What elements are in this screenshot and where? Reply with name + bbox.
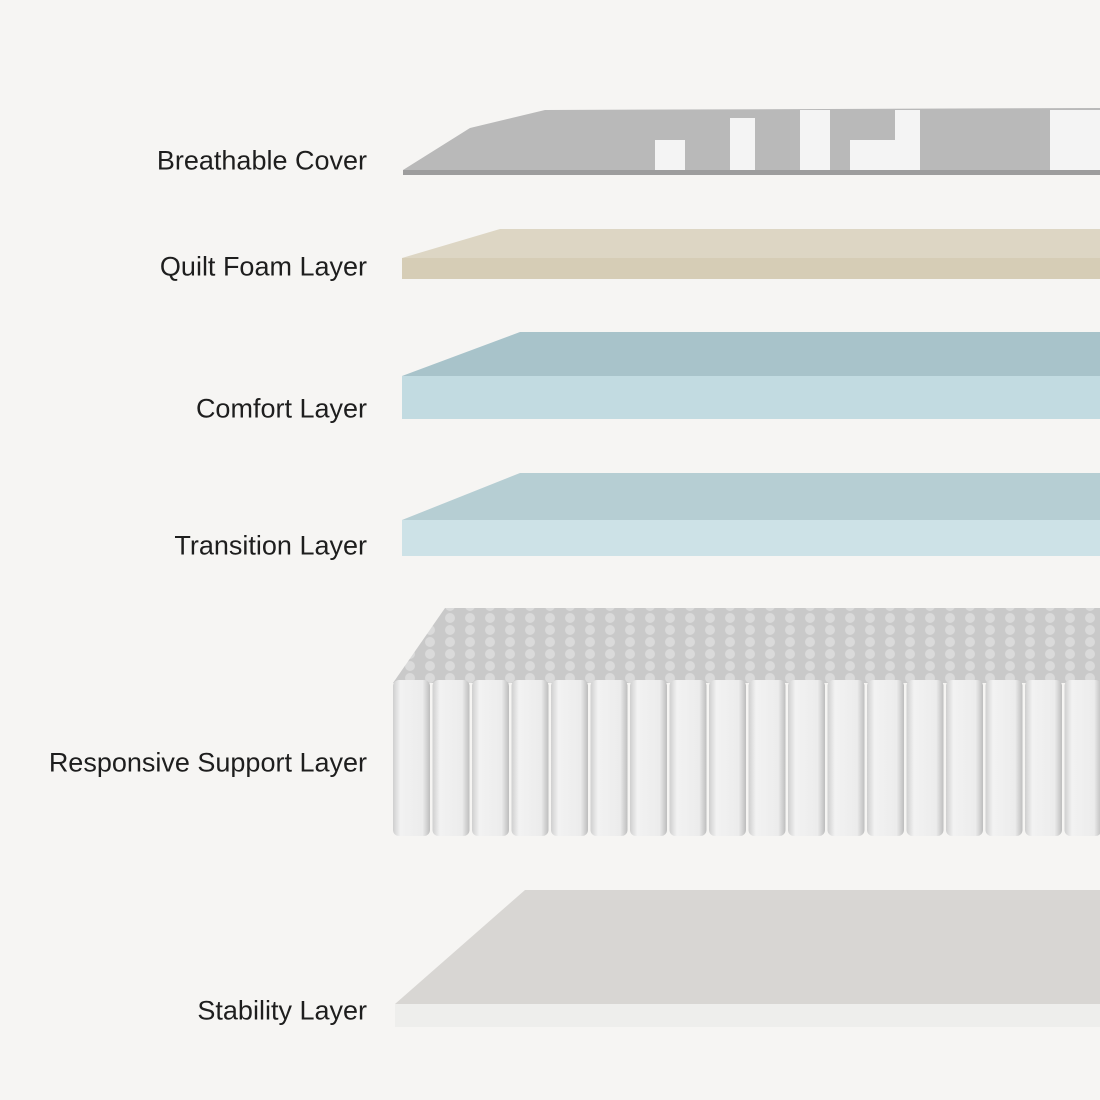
- spring-coil: [1064, 680, 1100, 836]
- spring-coil: [393, 680, 430, 836]
- spring-coil: [827, 680, 865, 836]
- spring-coil: [748, 680, 786, 836]
- spring-coil: [511, 680, 549, 836]
- responsive-support-layer: [393, 608, 1100, 836]
- spring-coil: [669, 680, 707, 836]
- label-transition-layer: Transition Layer: [174, 530, 367, 561]
- spring-coil: [985, 680, 1023, 836]
- spring-coil: [867, 680, 904, 836]
- spring-coil: [1025, 680, 1062, 836]
- comfort-layer: [402, 332, 1100, 419]
- label-breathable-cover: Breathable Cover: [156, 145, 367, 176]
- breathable-cover-layer: [403, 108, 1100, 175]
- label-stability-layer: Stability Layer: [197, 995, 367, 1026]
- label-responsive-support-layer: Responsive Support Layer: [48, 747, 367, 778]
- spring-coil: [590, 680, 628, 836]
- spring-coil: [788, 680, 825, 836]
- spring-coil: [946, 680, 983, 836]
- spring-coil: [472, 680, 509, 836]
- label-quilt-foam-layer: Quilt Foam Layer: [159, 251, 367, 282]
- transition-layer: [402, 473, 1100, 556]
- stability-layer: [395, 890, 1100, 1027]
- quilt-foam-layer: [402, 229, 1100, 279]
- spring-coil: [709, 680, 746, 836]
- spring-coil: [551, 680, 588, 836]
- spring-coil: [906, 680, 944, 836]
- spring-coil: [630, 680, 667, 836]
- spring-coil: [432, 680, 470, 836]
- label-comfort-layer: Comfort Layer: [195, 393, 367, 424]
